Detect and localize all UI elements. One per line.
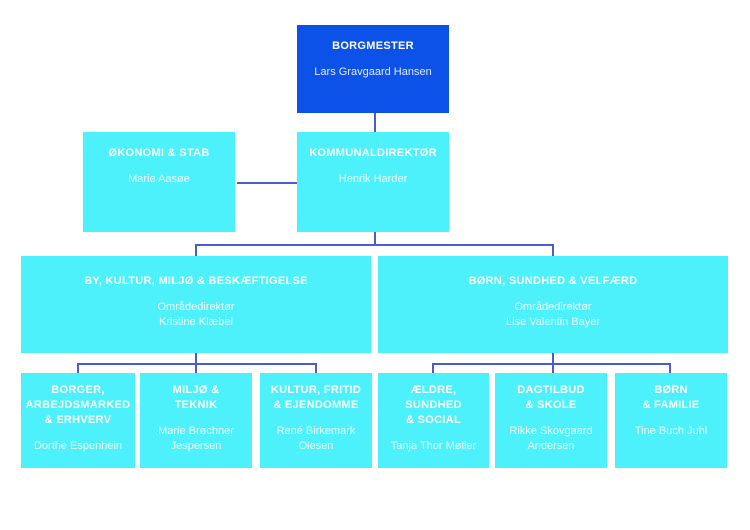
- node-title: BØRN & FAMILIE: [642, 384, 700, 411]
- node-person-name: Henrik Harder: [338, 173, 408, 185]
- org-node-kultur-fritid-ejendomme: KULTUR, FRITID & EJENDOMME René Birkemar…: [260, 373, 372, 468]
- org-node-by-kultur-miljo-beskaeftigelse: BY, KULTUR, MILJØ & BESKÆFTIGELSE Område…: [21, 256, 371, 353]
- node-person-name: Tanja Thor Møller: [390, 440, 477, 452]
- org-node-dagtilbud-skole: DAGTILBUD & SKOLE Rikke Skovgaard Anders…: [495, 373, 607, 468]
- node-title: BØRN, SUNDHED & VELFÆRD: [468, 275, 638, 287]
- connector-tick-aeldre: [432, 363, 434, 373]
- node-person-name: Marie Brøchner Jespersen: [158, 425, 234, 452]
- node-person-name: Dorthe Espenhein: [33, 440, 123, 452]
- connector-level3-horizontal: [195, 244, 554, 246]
- node-person-name: Kristine Klæbel: [159, 316, 233, 328]
- node-title: ÆLDRE, SUNDHED & SOCIAL: [405, 384, 462, 426]
- connector-okonomi-kommunaldirektor: [237, 182, 297, 184]
- node-title: KULTUR, FRITID & EJENDOMME: [270, 384, 362, 411]
- node-person-name: Rikke Skovgaard Andersen: [509, 425, 593, 452]
- org-node-kommunaldirektor: KOMMUNALDIREKTØR Henrik Harder: [297, 132, 449, 232]
- node-title: BORGMESTER: [332, 40, 414, 52]
- node-title: MILJØ & TEKNIK: [172, 384, 220, 411]
- connector-kommunaldirektor-down: [374, 232, 376, 246]
- connector-left-group-horizontal: [77, 363, 317, 365]
- org-node-miljo-teknik: MILJØ & TEKNIK Marie Brøchner Jespersen: [140, 373, 252, 468]
- node-title: ØKONOMI & STAB: [108, 147, 210, 159]
- org-node-aeldre-sundhed-social: ÆLDRE, SUNDHED & SOCIAL Tanja Thor Mølle…: [378, 373, 489, 468]
- node-person-name: René Birkemark Olesen: [276, 425, 356, 452]
- connector-tick-bykultur: [195, 244, 197, 256]
- node-title: BY, KULTUR, MILJØ & BESKÆFTIGELSE: [84, 275, 308, 287]
- node-role: Områdedirektør: [514, 301, 592, 313]
- connector-tick-borger: [77, 363, 79, 373]
- node-title: KOMMUNALDIREKTØR: [309, 147, 437, 159]
- connector-right-group-horizontal: [432, 363, 671, 365]
- org-node-born-sundhed-velfaerd: BØRN, SUNDHED & VELFÆRD Områdedirektør L…: [378, 256, 728, 353]
- connector-borgmester-kommunaldirektor: [374, 113, 376, 132]
- node-person-name: Lise Valentin Bayer: [506, 316, 600, 328]
- connector-tick-kulturfritid: [315, 363, 317, 373]
- org-node-borger-arbejdsmarked-erhverv: BORGER, ARBEJDSMARKED & ERHVERV Dorthe E…: [21, 373, 135, 468]
- node-person-name: Marie Aasøe: [128, 173, 190, 185]
- org-node-born-familie: BØRN & FAMILIE Tine Buch Juhl: [615, 373, 727, 468]
- node-person-name: Tine Buch Juhl: [634, 425, 708, 437]
- org-node-borgmester: BORGMESTER Lars Gravgaard Hansen: [297, 25, 449, 113]
- org-node-okonomi-stab: ØKONOMI & STAB Marie Aasøe: [83, 132, 235, 232]
- connector-tick-bornfamilie: [669, 363, 671, 373]
- connector-tick-bornsundhed: [552, 244, 554, 256]
- node-person-name: Lars Gravgaard Hansen: [314, 66, 432, 78]
- node-role: Områdedirektør: [157, 301, 235, 313]
- node-title: DAGTILBUD & SKOLE: [517, 384, 585, 411]
- node-title: BORGER, ARBEJDSMARKED & ERHVERV: [25, 384, 131, 426]
